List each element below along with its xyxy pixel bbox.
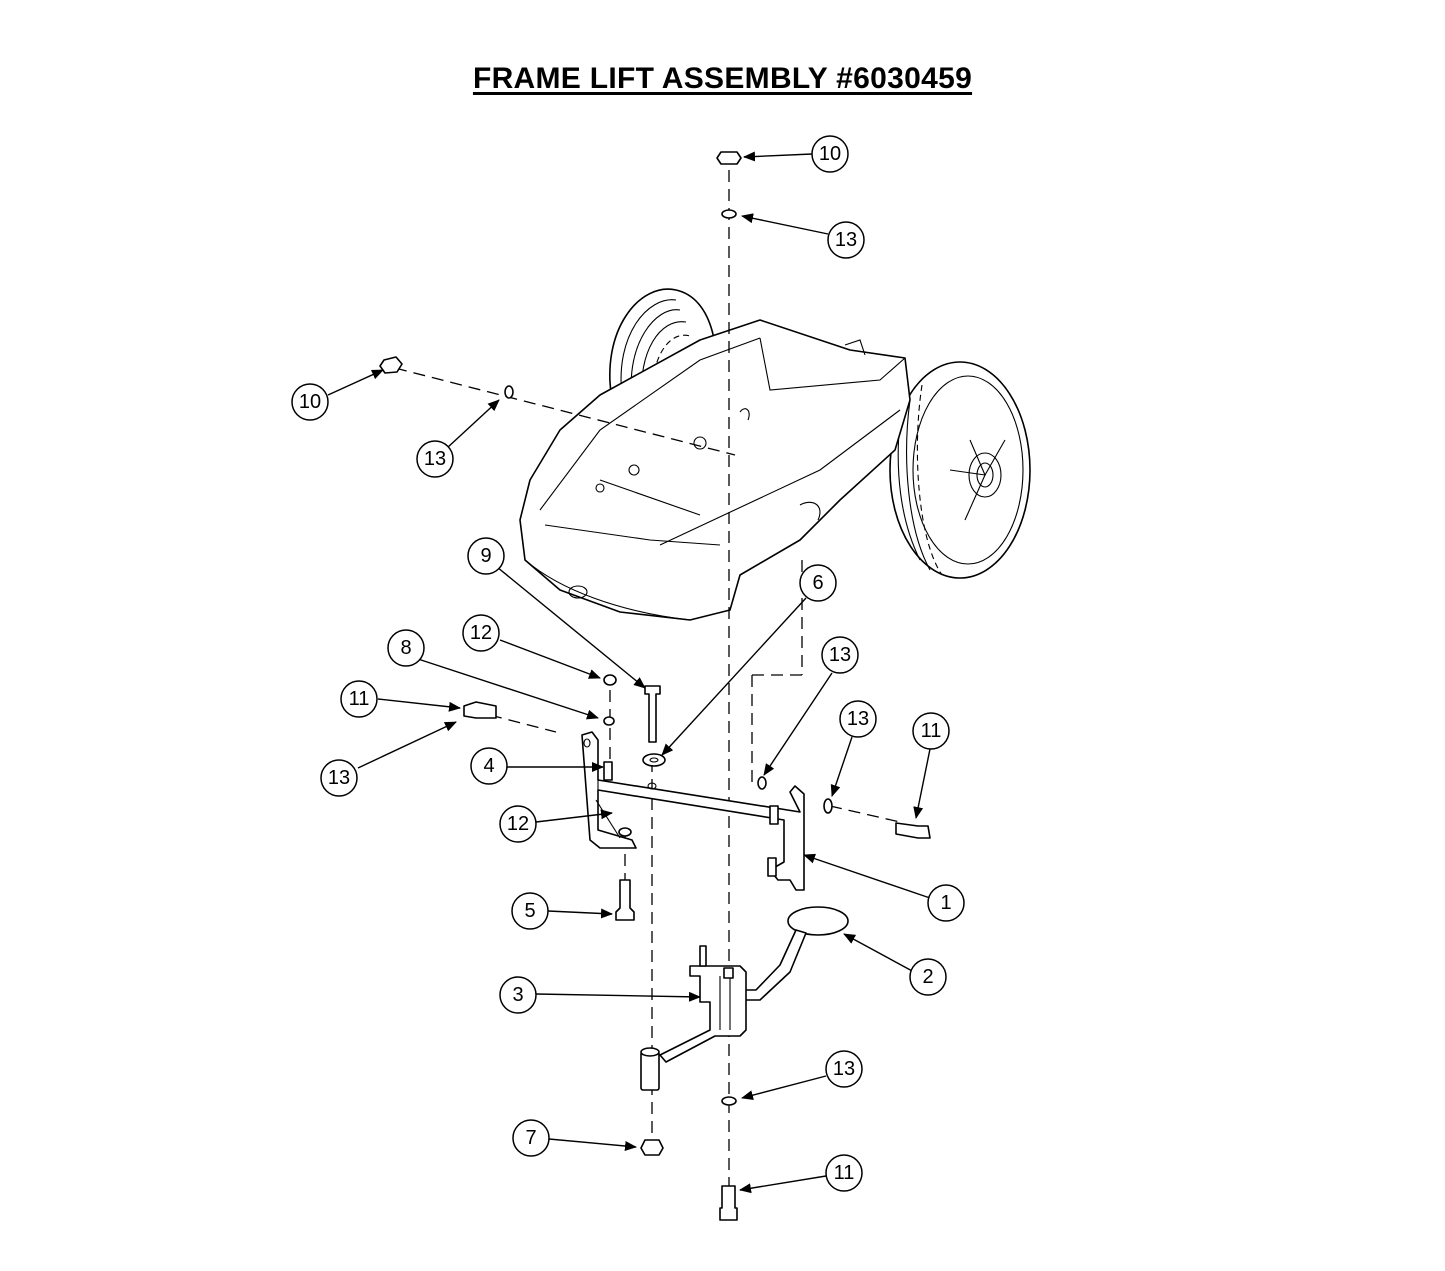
bolt-11-bottom — [719, 1185, 738, 1221]
svg-text:1: 1 — [940, 892, 951, 914]
svg-text:13: 13 — [847, 708, 869, 730]
page-title: FRAME LIFT ASSEMBLY #6030459 — [0, 62, 1445, 96]
bolt-11-right — [895, 822, 931, 839]
svg-text:10: 10 — [299, 391, 321, 413]
callout-11-right[interactable]: 11 — [912, 712, 950, 750]
svg-text:12: 12 — [507, 813, 529, 835]
nut-12-upper — [603, 674, 617, 686]
callout-12-b[interactable]: 12 — [499, 805, 537, 843]
callout-12-a[interactable]: 12 — [462, 614, 500, 652]
callout-11-left[interactable]: 11 — [340, 680, 378, 718]
callout-10-left[interactable]: 10 — [291, 383, 329, 421]
nut-left — [379, 356, 403, 374]
callout-13-left[interactable]: 13 — [416, 440, 454, 478]
callout-13-mid-right-a[interactable]: 13 — [821, 636, 859, 674]
svg-text:13: 13 — [833, 1058, 855, 1080]
svg-text:13: 13 — [829, 644, 851, 666]
bolt-11-left — [463, 701, 497, 719]
callout-13-bottom[interactable]: 13 — [825, 1050, 863, 1088]
svg-text:11: 11 — [834, 1162, 855, 1184]
svg-text:8: 8 — [400, 637, 411, 659]
svg-text:7: 7 — [525, 1127, 536, 1149]
svg-text:4: 4 — [483, 755, 494, 777]
washer-left — [504, 385, 514, 399]
callout-7[interactable]: 7 — [512, 1119, 550, 1157]
frame-body — [519, 288, 1031, 621]
callout-4[interactable]: 4 — [470, 747, 508, 785]
svg-text:3: 3 — [512, 984, 523, 1006]
bolt-9 — [644, 685, 661, 743]
svg-text:6: 6 — [812, 572, 823, 594]
svg-text:11: 11 — [921, 720, 942, 742]
washer-bottom — [721, 1096, 737, 1106]
svg-text:9: 9 — [480, 545, 491, 567]
callout-13-mid-left[interactable]: 13 — [320, 759, 358, 797]
washer-6 — [642, 753, 666, 767]
svg-text:13: 13 — [835, 229, 857, 251]
pedal-lever — [640, 906, 849, 1091]
svg-text:2: 2 — [922, 966, 933, 988]
washer-top — [721, 209, 737, 219]
callout-9[interactable]: 9 — [467, 537, 505, 575]
callout-10-top[interactable]: 10 — [811, 135, 849, 173]
svg-text:13: 13 — [424, 448, 446, 470]
callout-13-top[interactable]: 13 — [827, 221, 865, 259]
nut-top — [716, 151, 742, 165]
washer-8 — [603, 716, 615, 726]
callout-6[interactable]: 6 — [799, 564, 837, 602]
washer-13-right-a — [757, 776, 767, 790]
svg-text:12: 12 — [470, 622, 492, 644]
page-title-text: FRAME LIFT ASSEMBLY #6030459 — [472, 62, 973, 95]
right-wheel — [889, 361, 1031, 579]
svg-text:5: 5 — [524, 900, 535, 922]
svg-text:11: 11 — [349, 688, 370, 710]
lift-bracket — [581, 731, 805, 891]
bolt-5 — [615, 879, 635, 921]
washer-13-right-b — [823, 798, 833, 814]
leader-lines — [327, 151, 931, 1194]
hardware-parts — [379, 151, 931, 1221]
nut-7 — [640, 1139, 664, 1156]
svg-text:13: 13 — [328, 767, 350, 789]
callout-2[interactable]: 2 — [909, 958, 947, 996]
svg-text:10: 10 — [819, 143, 841, 165]
callout-8[interactable]: 8 — [387, 629, 425, 667]
callout-13-mid-right-b[interactable]: 13 — [839, 700, 877, 738]
callout-1[interactable]: 1 — [927, 884, 965, 922]
callout-3[interactable]: 3 — [499, 976, 537, 1014]
callout-11-bottom[interactable]: 11 — [825, 1154, 863, 1192]
callouts: 10 13 10 13 9 6 12 8 11 13 4 12 13 13 11… — [291, 135, 965, 1192]
pedal-pad — [787, 906, 849, 936]
callout-5[interactable]: 5 — [511, 892, 549, 930]
